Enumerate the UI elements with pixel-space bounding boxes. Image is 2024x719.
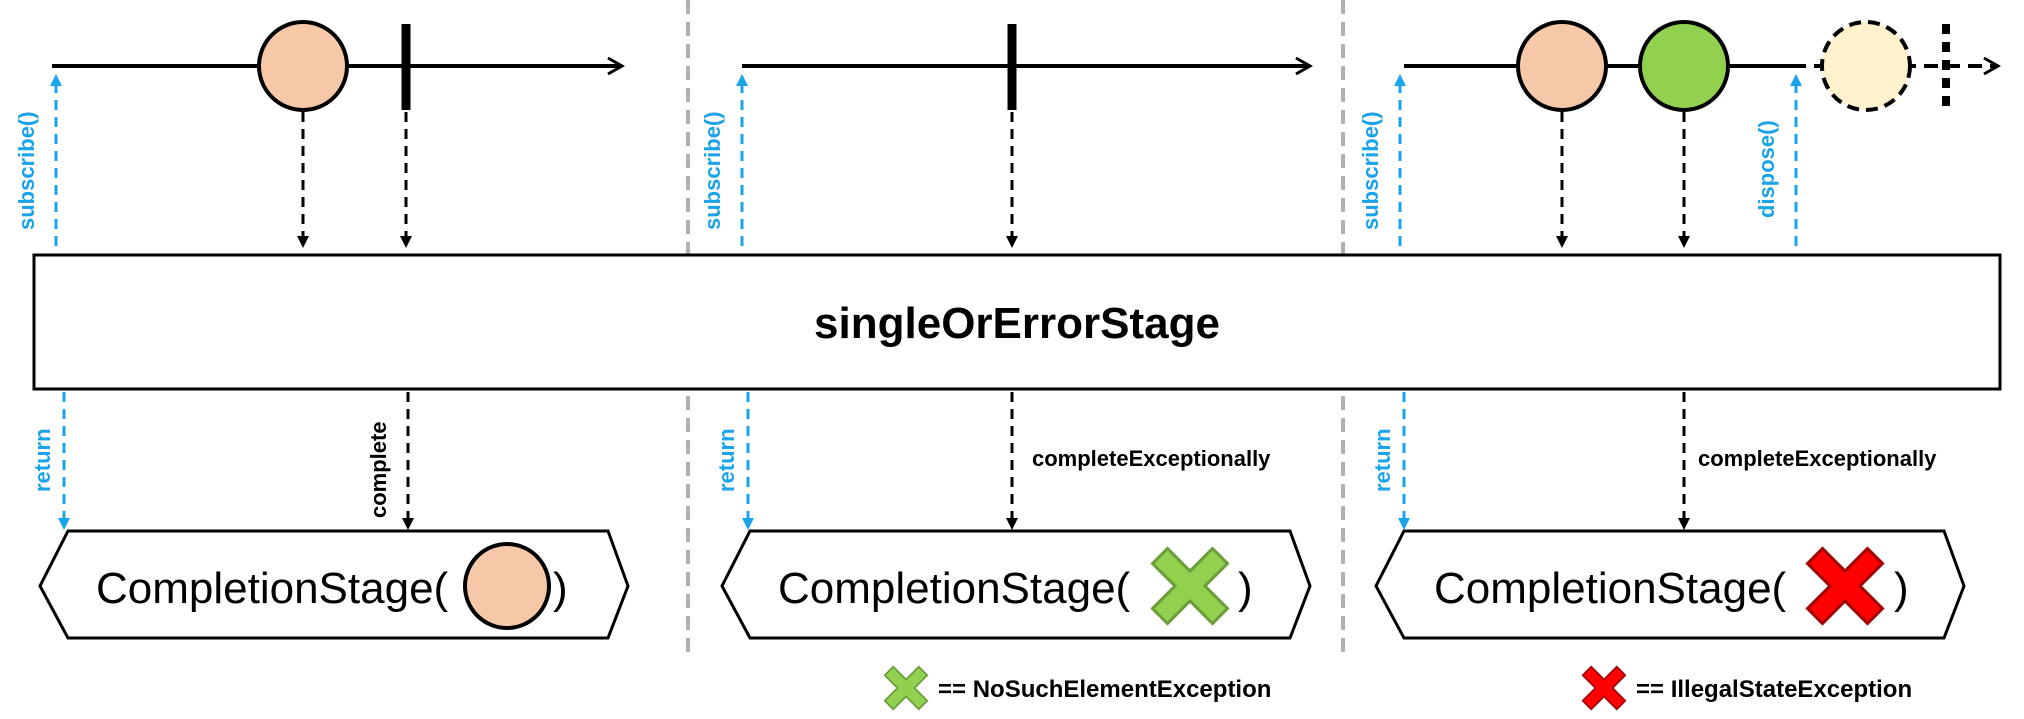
subscribe-label: subscribe(): [1358, 111, 1383, 230]
cancelled-item-marble: [1820, 20, 1912, 112]
signal-label: complete: [366, 421, 391, 518]
subscribe-label: subscribe(): [700, 111, 725, 230]
legend: == NoSuchElementException == IllegalStat…: [883, 665, 1912, 711]
legend-label: == NoSuchElementException: [938, 676, 1271, 703]
operator-label: singleOrErrorStage: [814, 299, 1220, 348]
red-cross-icon: [1581, 665, 1627, 711]
peach-item-marble: [257, 20, 349, 112]
completion-stage-label: CompletionStage(: [1434, 564, 1787, 613]
panel-2: subscribe() return completeExceptionally…: [700, 24, 1314, 640]
completion-stage-label: CompletionStage(: [96, 564, 449, 613]
subscribe-label: subscribe(): [14, 111, 39, 230]
panel-3: subscribe() dispose() return completeExc…: [1358, 20, 2002, 640]
panel-1: subscribe() return complete CompletionSt…: [14, 20, 630, 640]
dispose-label: dispose(): [1754, 120, 1779, 218]
return-label: return: [30, 428, 55, 492]
peach-circle-icon: [463, 542, 551, 630]
signal-label: completeExceptionally: [1032, 446, 1271, 471]
operator-box: [32, 253, 2002, 391]
return-label: return: [714, 428, 739, 492]
stage-text: CompletionStage(: [778, 564, 1131, 613]
green-cross-icon: [883, 665, 929, 711]
stage-close-paren: ): [1894, 564, 1909, 613]
peach-item-marble: [1516, 20, 1608, 112]
signal-label: completeExceptionally: [1698, 446, 1937, 471]
stage-text: CompletionStage(: [96, 564, 449, 613]
stage-close-paren: ): [553, 564, 568, 613]
green-item-marble: [1638, 20, 1730, 112]
return-label: return: [1370, 428, 1395, 492]
stage-text: CompletionStage(: [1434, 564, 1787, 613]
stage-close-paren: ): [1238, 564, 1253, 613]
completion-stage-label: CompletionStage(: [778, 564, 1131, 613]
legend-label: == IllegalStateException: [1636, 676, 1912, 703]
